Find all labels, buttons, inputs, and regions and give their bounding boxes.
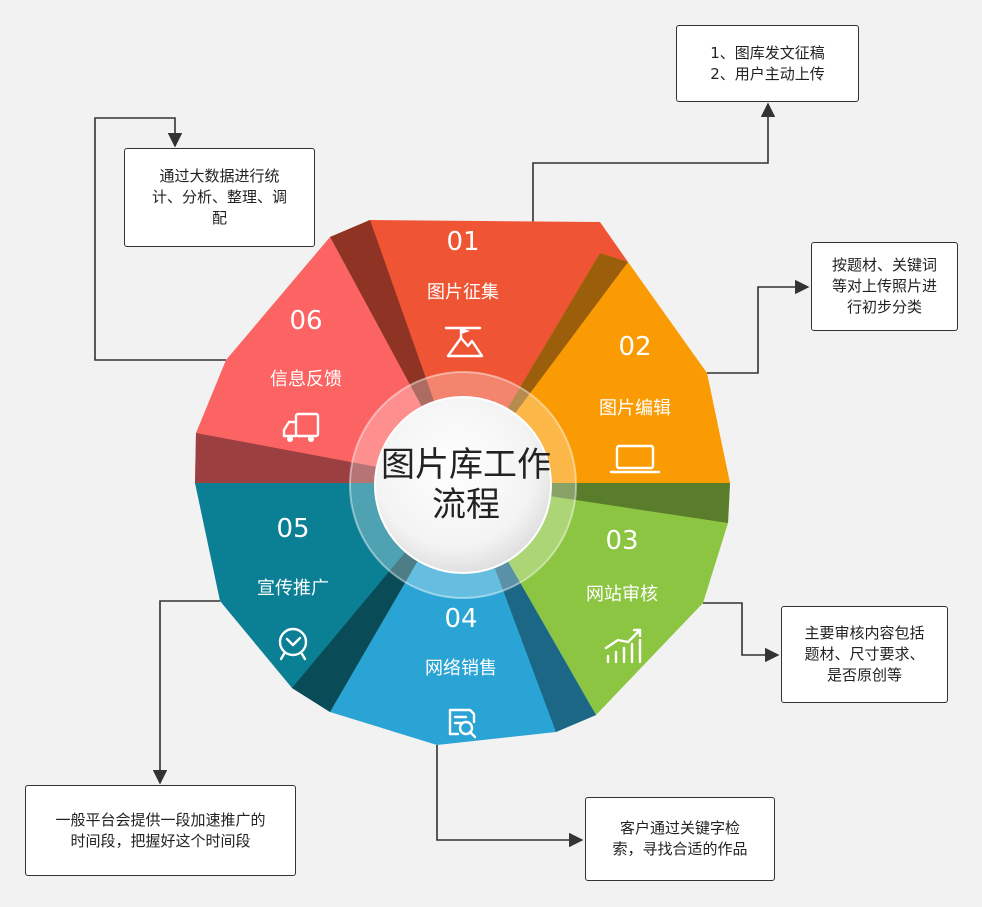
note-edit-line3: 行初步分类 [846, 298, 922, 316]
mountain-flag-icon [444, 326, 484, 358]
note-promote: 一般平台会提供一段加速推广的 时间段，把握好这个时间段 [25, 785, 296, 876]
note-promote-line2: 时间段，把握好这个时间段 [70, 831, 251, 850]
segment-04-shape[interactable] [330, 483, 596, 745]
note-edit-line1: 按题材、关键词 [831, 256, 937, 274]
segment-06-shape[interactable] [195, 237, 463, 483]
segment-03-label: 网站审核 [586, 584, 658, 605]
segment-05-number: 05 [276, 514, 309, 544]
note-collect-line1: 1、图库发文征稿 [710, 43, 825, 62]
segment-02-label: 图片编辑 [599, 398, 671, 419]
note-feedback-line3: 配 [211, 209, 227, 227]
note-review-line2: 题材、尺寸要求、 [804, 645, 925, 663]
note-feedback-line2: 计、分析、整理、调 [151, 188, 287, 206]
note-feedback: 通过大数据进行统 计、分析、整理、调 配 [124, 148, 315, 247]
segment-01-number: 01 [446, 227, 479, 257]
note-sales-line1: 客户通过关键字检 [619, 819, 740, 837]
note-promote-line1: 一般平台会提供一段加速推广的 [55, 810, 266, 829]
connector-promote [152, 600, 220, 785]
connector-edit [707, 279, 810, 374]
segment-04-label: 网络销售 [425, 658, 497, 679]
note-review-line1: 主要审核内容包括 [804, 624, 925, 642]
center-title-line1: 图片库工作 [381, 445, 551, 485]
center-title-line2: 流程 [432, 485, 500, 525]
note-collect-line2: 2、用户主动上传 [710, 64, 825, 83]
alarm-clock-icon [278, 627, 308, 661]
note-review-line3: 是否原创等 [826, 666, 902, 684]
segment-01-label: 图片征集 [427, 282, 499, 303]
segment-04-number: 04 [444, 604, 477, 634]
note-edit: 按题材、关键词 等对上传照片进 行初步分类 [811, 242, 958, 331]
note-sales: 客户通过关键字检 索，寻找合适的作品 [585, 797, 775, 881]
segment-06-number: 06 [289, 306, 322, 336]
segment-06-label: 信息反馈 [270, 369, 342, 390]
connector-collect [532, 102, 776, 228]
note-sales-line2: 索，寻找合适的作品 [612, 840, 748, 858]
note-review: 主要审核内容包括 题材、尺寸要求、 是否原创等 [781, 606, 948, 703]
bar-chart-icon [604, 628, 642, 664]
document-search-icon [448, 708, 477, 739]
connector-feedback [94, 117, 226, 361]
segment-03-number: 03 [605, 526, 638, 556]
laptop-icon [609, 444, 661, 474]
segment-02-number: 02 [618, 332, 651, 362]
connectors [94, 102, 810, 848]
segment-05-label: 宣传推广 [257, 578, 329, 599]
connector-review [703, 602, 780, 663]
note-feedback-line1: 通过大数据进行统 [159, 167, 280, 185]
connector-sales [436, 745, 584, 848]
center-disc [374, 396, 552, 574]
segment-02-shape[interactable] [463, 253, 730, 483]
note-edit-line2: 等对上传照片进 [831, 277, 937, 295]
truck-icon [282, 412, 320, 442]
note-collect: 1、图库发文征稿 2、用户主动上传 [676, 25, 859, 102]
